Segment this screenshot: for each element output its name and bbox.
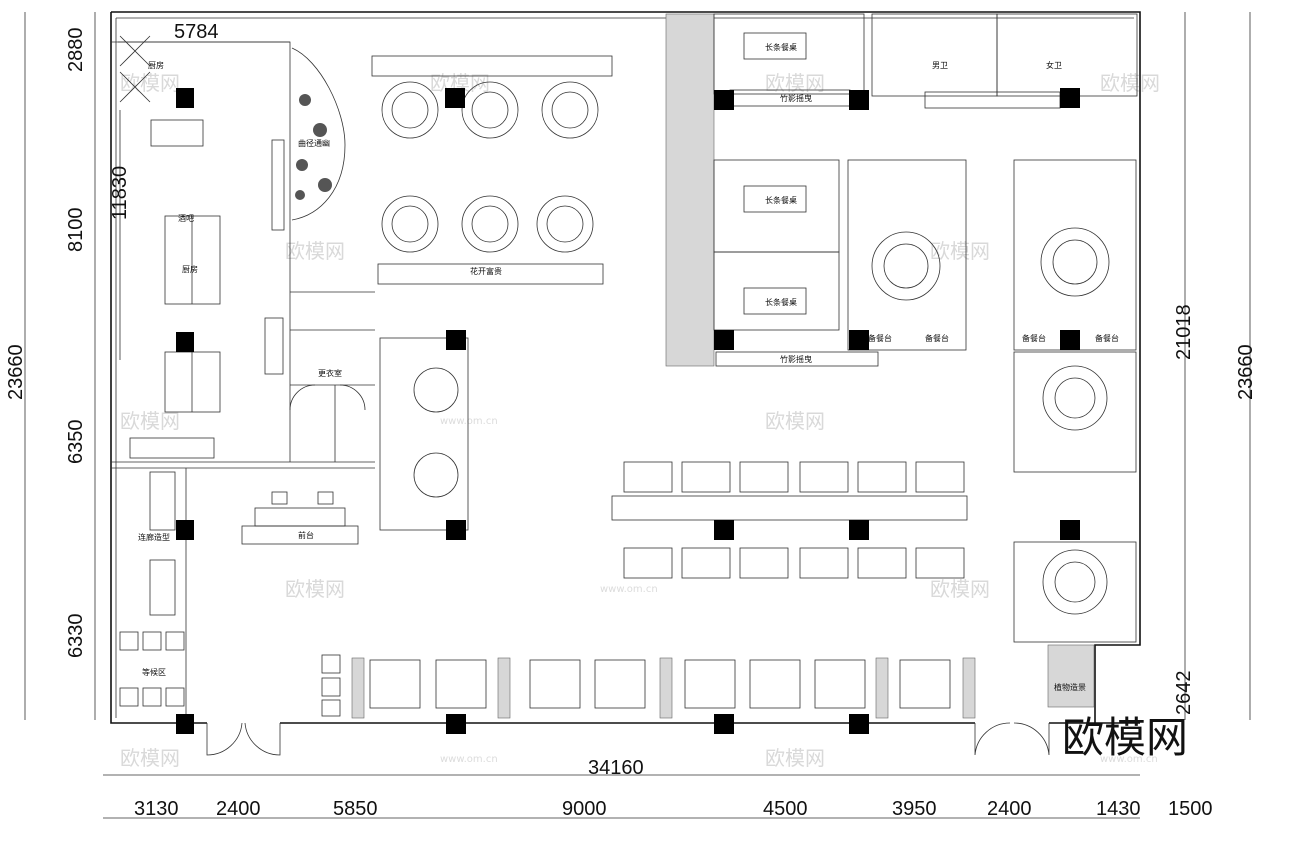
- bottom-dimension-1: 3130: [134, 798, 179, 820]
- watermark-text: 欧模网: [120, 71, 180, 95]
- watermark-text: 欧模网: [1100, 71, 1160, 95]
- kitchen-label: 厨房: [182, 264, 198, 274]
- serving-label-2: 备餐台: [925, 333, 949, 343]
- watermarks: 欧模网 欧模网 欧模网 欧模网 欧模网 欧模网 欧模网 欧模网 欧模网 欧模网 …: [120, 71, 1160, 770]
- dimension-lines: [24, 12, 1251, 819]
- left-dimension-4: 6330: [65, 614, 87, 659]
- bottom-dimension-8: 1430: [1096, 798, 1141, 820]
- dining-zone: [321, 461, 976, 719]
- bottom-dimension-4: 9000: [562, 798, 607, 820]
- bamboo-label-2: 竹影摇曳: [780, 354, 812, 364]
- watermark-text: 欧模网: [120, 409, 180, 433]
- bottom-dimension-7: 2400: [987, 798, 1032, 820]
- watermark-text: 欧模网: [930, 239, 990, 263]
- female-wc-label: 女卫: [1046, 60, 1062, 70]
- waiting-label: 等候区: [142, 667, 166, 677]
- serving-label-3: 备餐台: [1022, 333, 1046, 343]
- long-table-label-3: 长条餐桌: [765, 297, 797, 307]
- serving-label-4: 备餐台: [1095, 333, 1119, 343]
- serving-label-1: 备餐台: [868, 333, 892, 343]
- left-dimension-1: 2880: [65, 28, 87, 73]
- bottom-dimension-5: 4500: [763, 798, 808, 820]
- kitchen-top-label: 厨房: [148, 60, 164, 70]
- watermark-text: 欧模网: [930, 577, 990, 601]
- washroom-zone: 男卫 女卫: [871, 13, 1138, 109]
- private-rooms: 备餐台 备餐台 备餐台 备餐台: [847, 159, 1137, 643]
- brand-logo: 欧模网: [1062, 713, 1188, 762]
- male-wc-label: 男卫: [932, 61, 948, 70]
- bamboo-label-1: 竹影摇曳: [780, 93, 812, 103]
- left-dimension-3: 6350: [65, 420, 87, 465]
- dimension-texts: 34160 3130 2400 5850 9000 4500 3950 2400…: [5, 21, 1257, 820]
- left-dimension-2: 8100: [65, 208, 87, 253]
- flower-landscape-label: 花开富贵: [470, 266, 502, 276]
- watermark-url: www.om.cn: [440, 754, 498, 765]
- front-desk-label: 前台: [298, 530, 314, 540]
- bottom-dimension-2: 2400: [216, 798, 261, 820]
- bar-label: 酒吧: [178, 214, 194, 223]
- landscape-label: 曲径通幽: [298, 138, 330, 148]
- right-dimension-2: 2642: [1173, 671, 1195, 716]
- watermark-url: www.om.cn: [1100, 754, 1158, 765]
- watermark-url: www.om.cn: [440, 416, 498, 427]
- watermark-text: 欧模网: [765, 71, 825, 95]
- green-view: 植物造景: [1047, 644, 1095, 708]
- watermark-url: www.om.cn: [600, 584, 658, 595]
- bottom-dimension-6: 3950: [892, 798, 937, 820]
- right-total-dimension: 23660: [1235, 344, 1257, 400]
- bottom-dimension-9: 1500: [1168, 798, 1213, 820]
- bamboo-strip: 长条餐桌 长条餐桌 长条餐桌 竹影摇曳 竹影摇曳: [665, 13, 879, 367]
- outer-walls: [110, 11, 1141, 724]
- entrance-zone: 前台 连廊造型 等候区: [119, 468, 1050, 756]
- green-view-label: 植物造景: [1054, 682, 1086, 692]
- landscape-zone: 曲径通幽: [291, 47, 346, 221]
- booth-zone: 花开富贵: [371, 55, 613, 531]
- bottom-dimension-3: 5850: [333, 798, 378, 820]
- changing-room-label: 更衣室: [318, 368, 342, 378]
- watermark-text: 欧模网: [120, 746, 180, 770]
- left-inner-dimension: 11830: [109, 166, 131, 220]
- corridor-label: 连廊造型: [138, 532, 170, 542]
- structural-columns: [176, 88, 1080, 734]
- watermark-text: 欧模网: [285, 577, 345, 601]
- top-left-dimension: 5784: [174, 21, 219, 43]
- long-table-label-1: 长条餐桌: [765, 42, 797, 52]
- right-dimension-1: 21018: [1173, 304, 1195, 360]
- watermark-text: 欧模网: [285, 239, 345, 263]
- total-width-dimension: 34160: [588, 757, 644, 779]
- watermark-text: 欧模网: [765, 746, 825, 770]
- left-total-dimension: 23660: [5, 344, 27, 400]
- long-table-label-2: 长条餐桌: [765, 195, 797, 205]
- watermark-text: 欧模网: [765, 409, 825, 433]
